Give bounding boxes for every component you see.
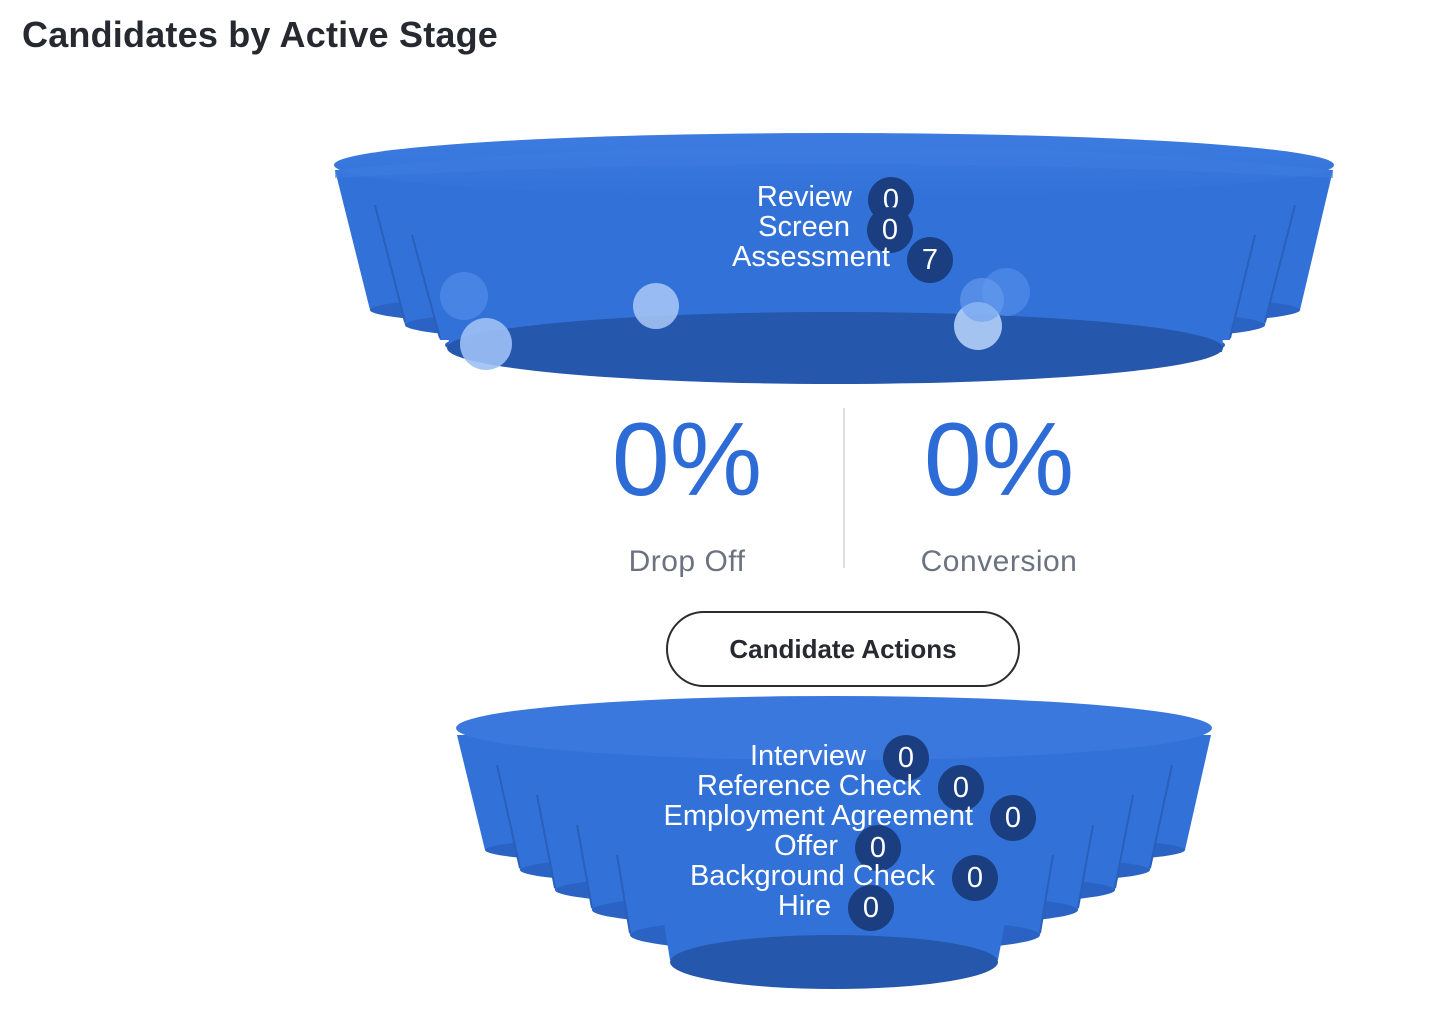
stage-label: Background Check <box>689 860 935 892</box>
stage-count-badge[interactable]: 0 <box>883 735 929 781</box>
funnel-stage-background-check[interactable]: Background Check <box>0 861 935 891</box>
candidate-actions-button[interactable]: Candidate Actions <box>666 611 1020 687</box>
stage-count-badge[interactable]: 0 <box>952 855 998 901</box>
stage-count-badge[interactable]: 0 <box>990 795 1036 841</box>
stage-count-badge[interactable]: 0 <box>848 885 894 931</box>
conversion-value: 0% <box>923 402 1075 518</box>
funnel-stage-screen[interactable]: Screen <box>0 212 850 242</box>
drop-off-value: 0% <box>611 402 763 518</box>
funnel-stage-offer[interactable]: Offer <box>0 831 838 861</box>
stage-count-badge[interactable]: 0 <box>855 825 901 871</box>
stage-count-badge[interactable]: 7 <box>907 237 953 283</box>
stage-count-badge[interactable]: 0 <box>867 207 913 253</box>
stage-label: Offer <box>774 830 838 862</box>
drop-off-label: Drop Off <box>628 545 746 578</box>
stage-label: Hire <box>777 890 831 922</box>
stage-label: Screen <box>758 211 850 243</box>
funnel-stage-assessment[interactable]: Assessment <box>0 242 890 272</box>
stage-label: Employment Agreement <box>663 800 973 832</box>
conversion-label: Conversion <box>920 545 1078 578</box>
funnel-stage-interview[interactable]: Interview <box>0 741 866 771</box>
stage-label: Review <box>756 181 852 213</box>
funnel-stage-hire[interactable]: Hire <box>0 891 831 921</box>
stage-label: Reference Check <box>696 770 921 802</box>
funnel-stage-employment-agreement[interactable]: Employment Agreement <box>0 801 973 831</box>
stage-count-badge[interactable]: 0 <box>938 765 984 811</box>
conversion-metric: 0% Conversion <box>849 405 1149 579</box>
stage-label: Assessment <box>732 241 890 273</box>
stage-label: Interview <box>749 740 866 772</box>
metric-divider <box>843 408 845 568</box>
page-title: Candidates by Active Stage <box>22 14 499 55</box>
top-funnel[interactable] <box>334 133 1334 384</box>
funnel-stage-reference-check[interactable]: Reference Check <box>0 771 921 801</box>
drop-off-metric: 0% Drop Off <box>537 405 837 579</box>
funnel-stage-review[interactable]: Review <box>0 182 852 212</box>
